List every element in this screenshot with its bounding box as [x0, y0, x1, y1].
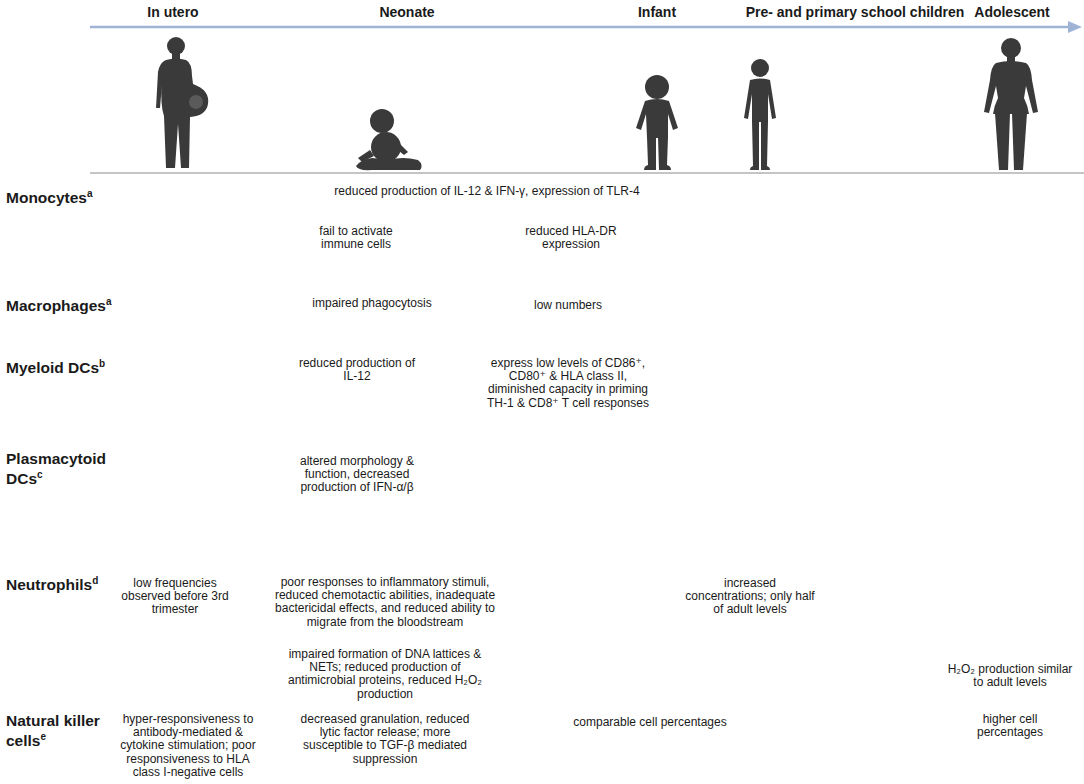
adolescent-figure	[984, 38, 1038, 170]
cell-type-label-group: Natural killer cellse	[6, 712, 114, 750]
cell-type-label: Monocytes	[6, 189, 87, 206]
feature-text: reduced HLA-DR expression	[515, 225, 627, 251]
cell-type-label: Neutrophils	[6, 576, 92, 593]
baby-figure	[356, 109, 422, 170]
cell-type-label-group: Plasmacytoid DCsc	[6, 450, 116, 488]
stage-label: In utero	[23, 4, 323, 20]
cell-type-label: Myeloid DCs	[6, 359, 99, 376]
timeline-arrow	[90, 21, 1082, 33]
footnote-marker: a	[106, 296, 112, 307]
cell-type-label-group: Myeloid DCsb	[6, 358, 136, 378]
footnote-marker: a	[87, 188, 93, 199]
feature-text: hyper-responsiveness to antibody-mediate…	[118, 713, 258, 779]
feature-text: low frequencies observed before 3rd trim…	[120, 577, 230, 617]
cell-type-label-group: Macrophagesa	[6, 296, 136, 316]
feature-text: impaired phagocytosis	[287, 297, 457, 310]
silhouettes	[156, 37, 1038, 170]
stage-label: Neonate	[257, 4, 557, 20]
footnote-marker: d	[92, 575, 98, 586]
feature-text: increased concentrations; only half of a…	[685, 577, 815, 617]
feature-text: reduced production of IL-12 & IFN-γ, exp…	[332, 185, 642, 198]
feature-text: fail to activate immune cells	[300, 225, 412, 251]
feature-text: higher cell percentages	[955, 713, 1065, 739]
feature-text: express low levels of CD86⁺, CD80⁺ & HLA…	[482, 357, 654, 410]
cell-type-label-group: Monocytesa	[6, 188, 136, 208]
feature-text: altered morphology & function, decreased…	[285, 455, 430, 495]
feature-text: low numbers	[508, 299, 628, 312]
feature-text: poor responses to inflammatory stimuli, …	[265, 576, 505, 629]
cell-type-label: Macrophages	[6, 297, 106, 314]
toddler-figure	[636, 75, 678, 170]
feature-text: comparable cell percentages	[540, 716, 760, 729]
cell-type-label: Plasmacytoid DCs	[6, 450, 106, 487]
feature-text: decreased granulation, reduced lytic fac…	[290, 713, 480, 766]
footnote-marker: e	[40, 731, 46, 742]
child-figure	[744, 59, 776, 170]
divider-line	[90, 173, 1084, 174]
stage-label: Adolescent	[862, 4, 1084, 20]
footnote-marker: c	[37, 469, 43, 480]
feature-text: reduced production of IL-12	[295, 357, 420, 383]
feature-text: H₂O₂ production similar to adult levels	[945, 663, 1075, 689]
pregnant-woman-figure	[156, 37, 208, 168]
cell-type-label-group: Neutrophilsd	[6, 575, 136, 595]
stage-label: Pre- and primary school children	[705, 4, 1005, 20]
footnote-marker: b	[99, 358, 105, 369]
feature-text: impaired formation of DNA lattices & NET…	[285, 648, 485, 701]
cell-type-label: Natural killer cells	[6, 712, 100, 749]
